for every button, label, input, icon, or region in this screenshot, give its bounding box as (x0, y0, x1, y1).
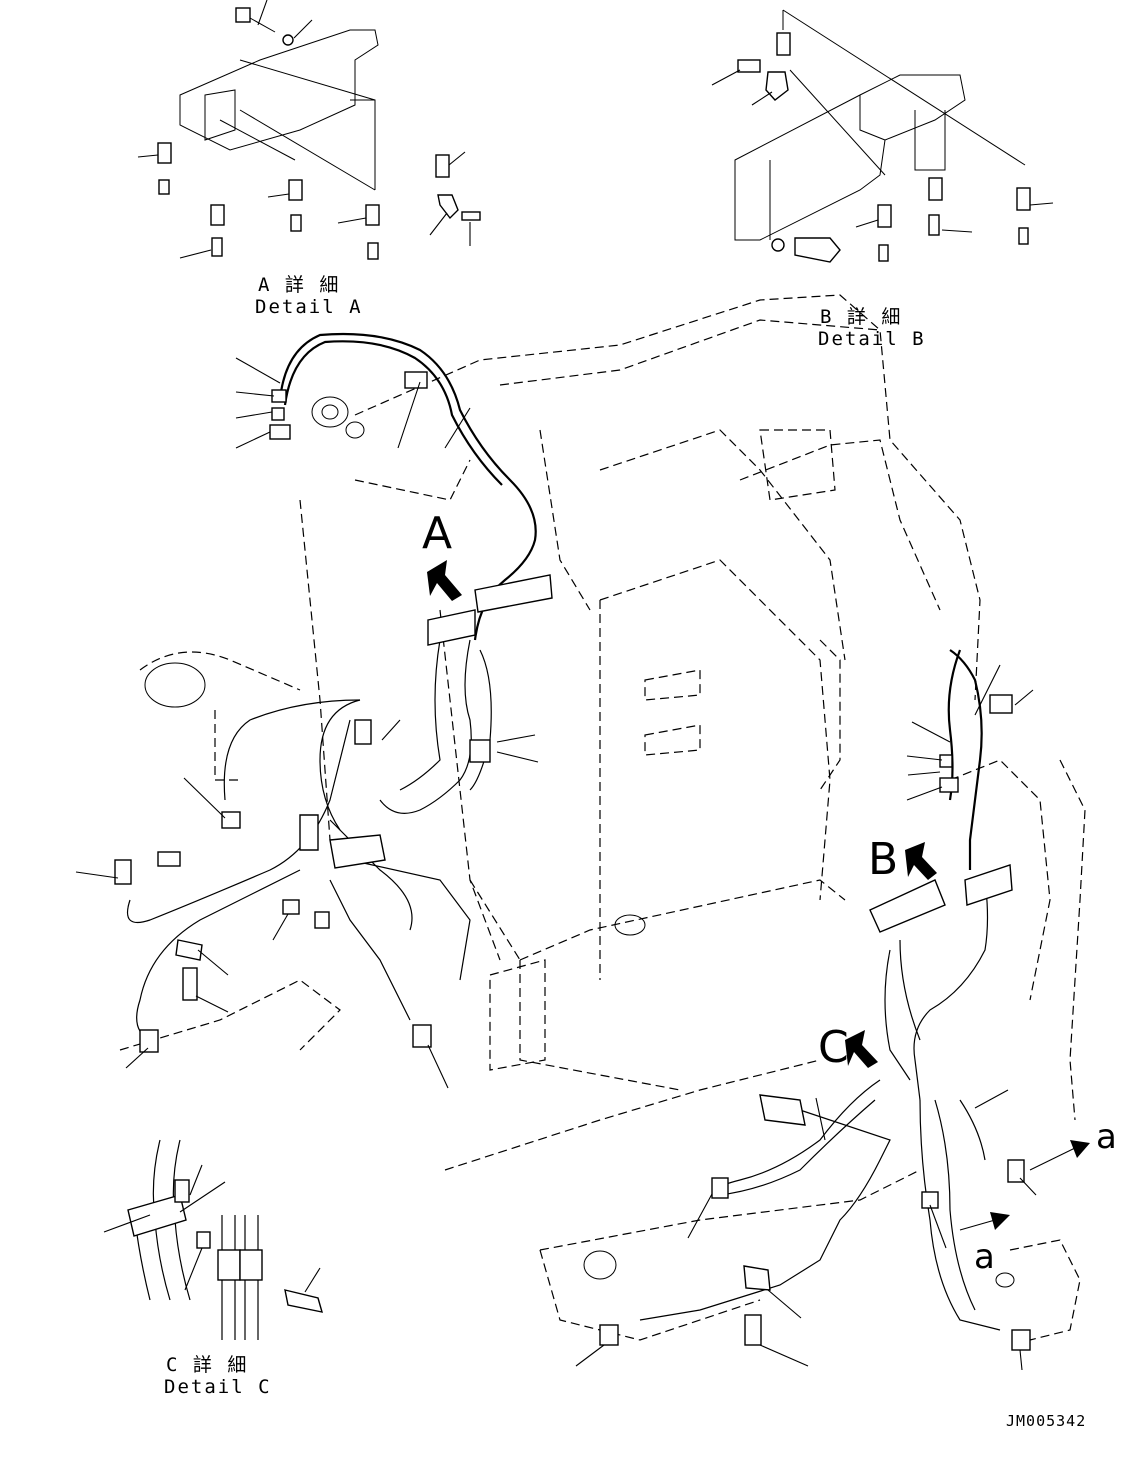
detail-a-title-jp: A 詳 細 (258, 274, 341, 296)
main-frame-outline (119, 294, 1086, 1341)
drawing-code: JM005342 (1006, 1412, 1087, 1430)
detail-a-title-en: Detail A (255, 296, 363, 318)
connection-mark-a-upper: a (1096, 1117, 1117, 1157)
detail-b-title-en: Detail B (818, 328, 926, 350)
view-arrow-c-mark (845, 1030, 878, 1068)
detail-a-drawing (137, 0, 481, 260)
fittings (114, 371, 1031, 1351)
view-arrow-b-mark (905, 842, 937, 880)
view-arrow-b-label: B (868, 834, 899, 885)
hydraulic-hoses (126, 332, 1001, 1331)
callout-leaders (75, 357, 1037, 1371)
detail-c-title-jp: C 詳 細 (166, 1354, 249, 1376)
view-arrow-a-label: A (422, 508, 453, 559)
detail-c-title-en: Detail C (164, 1376, 272, 1398)
frame-bosses (144, 396, 1015, 1288)
view-arrow-c-label: C (818, 1022, 849, 1073)
connection-mark-a-lower: a (974, 1237, 995, 1277)
connection-arrows (959, 1140, 1090, 1231)
detail-b-title-jp: B 詳 細 (820, 306, 903, 328)
detail-b-drawing (711, 9, 1054, 263)
detail-c-drawing (103, 1139, 323, 1340)
view-arrow-a-mark (427, 560, 462, 601)
valve-blocks (175, 574, 1013, 1291)
